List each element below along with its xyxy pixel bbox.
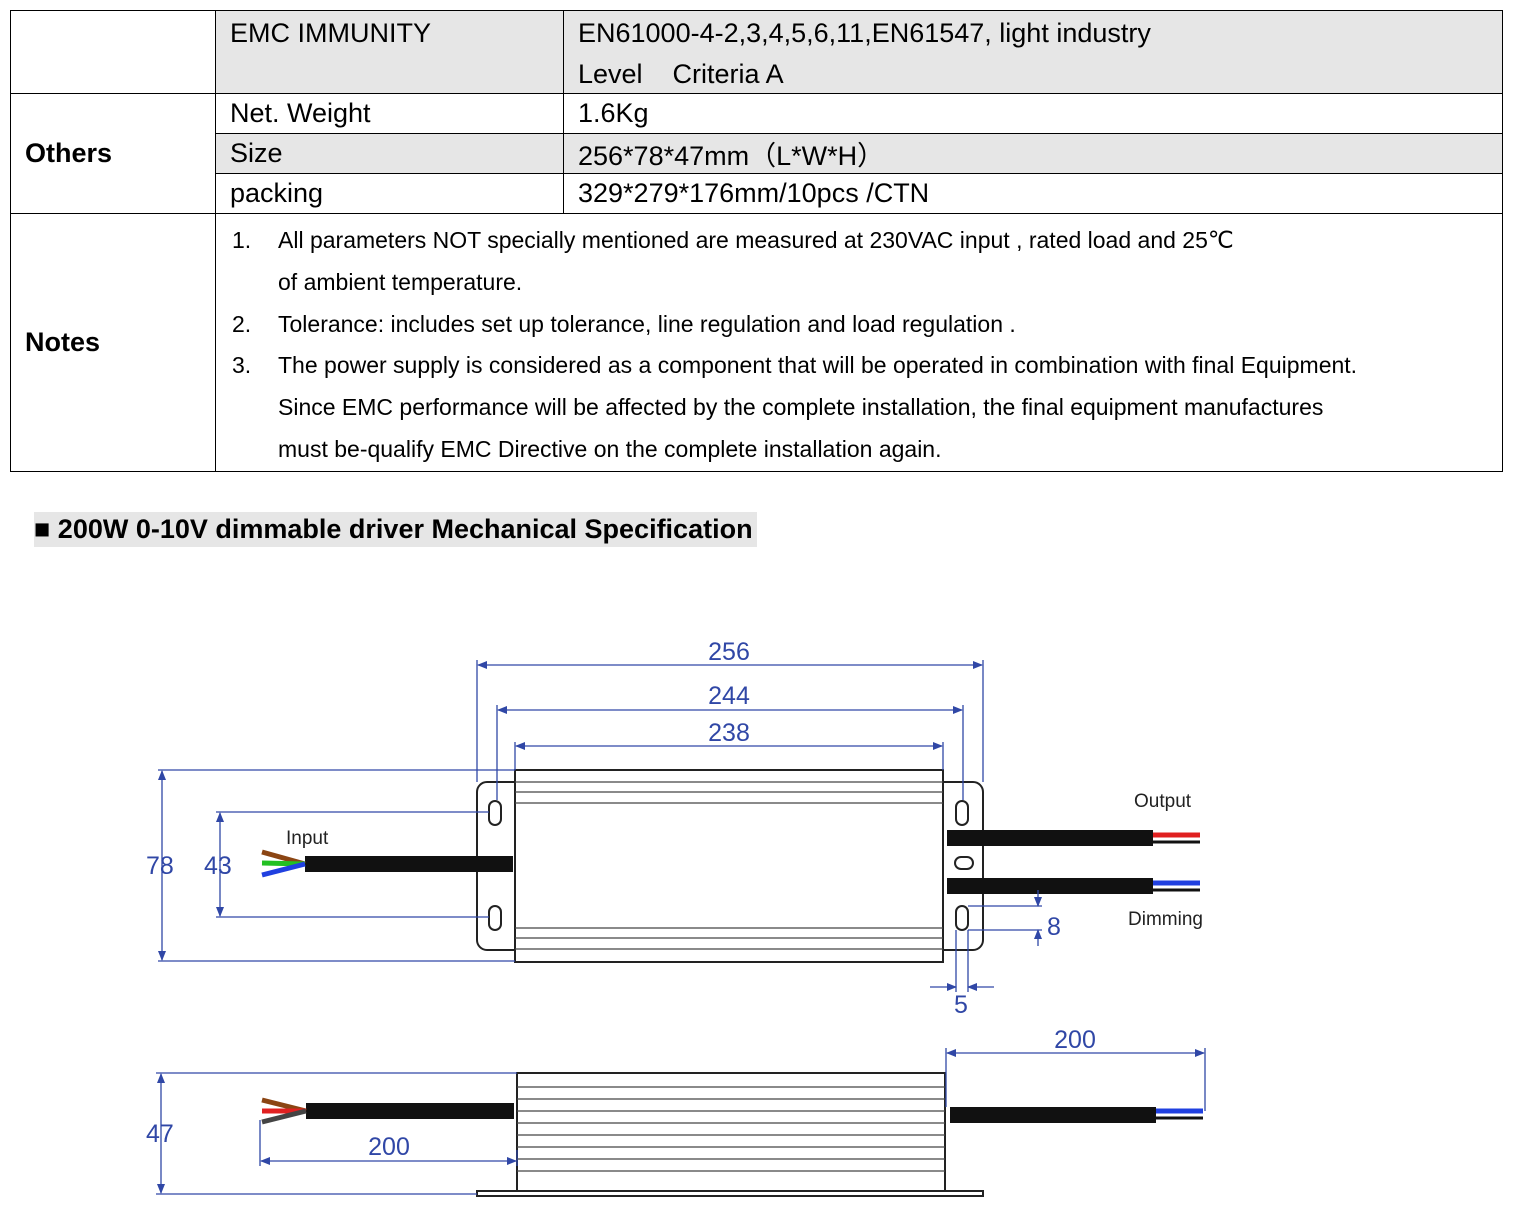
packing-value: 329*279*176mm/10pcs /CTN — [563, 173, 1503, 214]
packing-row: packing 329*279*176mm/10pcs /CTN — [11, 173, 1503, 214]
emc-value-line1: EN61000-4-2,3,4,5,6,11,EN61547, light in… — [578, 18, 1151, 48]
side-body — [516, 1072, 946, 1192]
side-input-cable — [306, 1103, 514, 1119]
mount-hole — [488, 800, 502, 826]
note-number: 2. — [232, 310, 252, 337]
mount-hole — [954, 856, 974, 870]
side-view: 47 200 200 — [146, 1026, 1206, 1197]
dim-input-cable-length: 200 — [368, 1133, 410, 1161]
side-dimension-lines — [156, 1048, 1206, 1195]
notes-group-label: Notes — [10, 213, 216, 472]
note-number: 1. — [232, 227, 252, 253]
weight-row: Others Net. Weight 1.6Kg — [10, 93, 1503, 214]
mount-hole — [955, 905, 969, 931]
size-value: 256*78*47mm（L*W*H） — [563, 133, 1503, 174]
output-cable — [947, 830, 1153, 846]
emc-row: EMC IMMUNITY EN61000-4-2,3,4,5,6,11,EN61… — [10, 10, 1503, 94]
weight-label: Net. Weight — [215, 93, 564, 134]
note-line: The power supply is considered as a comp… — [278, 352, 1358, 379]
emc-label: EMC IMMUNITY — [230, 18, 431, 48]
note-line: must be-qualify EMC Directive on the com… — [278, 435, 942, 462]
weight-value: 1.6Kg — [563, 93, 1503, 134]
note-line: All parameters NOT specially mentioned a… — [278, 227, 1234, 253]
body-fins — [515, 781, 943, 950]
others-group-label: Others — [10, 93, 216, 214]
packing-label: packing — [215, 173, 564, 214]
dim-hole-spacing-width: 43 — [204, 852, 232, 880]
dimming-label: Dimming — [1128, 909, 1203, 930]
dim-slot-width: 5 — [954, 991, 968, 1019]
dimension-lines — [158, 660, 1042, 992]
dim-overall-length: 256 — [708, 638, 750, 666]
emc-value-cell: EN61000-4-2,3,4,5,6,11,EN61547, light in… — [563, 10, 1503, 94]
notes-cell: 1. All parameters NOT specially mentione… — [215, 213, 1503, 472]
emc-label-cell: EMC IMMUNITY — [215, 10, 564, 94]
mechanical-drawing: Output Dimming Input 256 244 238 78 43 8 — [146, 638, 1206, 1197]
dim-overall-width: 78 — [146, 852, 174, 880]
size-label: Size — [215, 133, 564, 174]
spec-table: EMC IMMUNITY EN61000-4-2,3,4,5,6,11,EN61… — [10, 10, 1503, 472]
output-label: Output — [1134, 791, 1192, 812]
dim-output-cable-length: 200 — [1054, 1026, 1096, 1054]
emc-value-line2: Level Criteria A — [578, 59, 784, 89]
dim-slot-length: 8 — [1047, 913, 1061, 941]
input-wires — [261, 849, 306, 878]
note-line: Tolerance: includes set up tolerance, li… — [278, 310, 1016, 337]
note-2: 2. Tolerance: includes set up tolerance,… — [230, 304, 1488, 346]
mount-hole — [955, 800, 969, 826]
driver-body — [514, 769, 944, 963]
note-3: 3. The power supply is considered as a c… — [230, 345, 1488, 470]
note-number: 3. — [232, 352, 252, 379]
side-output-cable — [950, 1107, 1156, 1123]
side-input-wires — [261, 1097, 307, 1125]
note-1: 1. All parameters NOT specially mentione… — [230, 220, 1488, 304]
dim-height: 47 — [146, 1120, 174, 1148]
top-view: Output Dimming Input 256 244 238 78 43 8 — [146, 638, 1203, 1019]
input-label: Input — [286, 828, 329, 849]
note-line: of ambient temperature. — [278, 268, 523, 295]
dim-hole-spacing-length: 244 — [708, 682, 750, 710]
section-heading: ■ 200W 0-10V dimmable driver Mechanical … — [34, 512, 757, 547]
dimming-cable — [947, 878, 1153, 894]
side-mount-plate — [476, 1190, 984, 1197]
note-line: Since EMC performance will be affected b… — [278, 394, 1324, 421]
side-fins — [517, 1086, 945, 1172]
size-row: Size 256*78*47mm（L*W*H） — [11, 133, 1503, 174]
input-cable — [305, 856, 513, 872]
empty-group-cell — [10, 10, 216, 94]
notes-row: Notes 1. All parameters NOT specially me… — [10, 213, 1503, 472]
dim-body-length: 238 — [708, 719, 750, 747]
mount-hole — [488, 905, 502, 931]
